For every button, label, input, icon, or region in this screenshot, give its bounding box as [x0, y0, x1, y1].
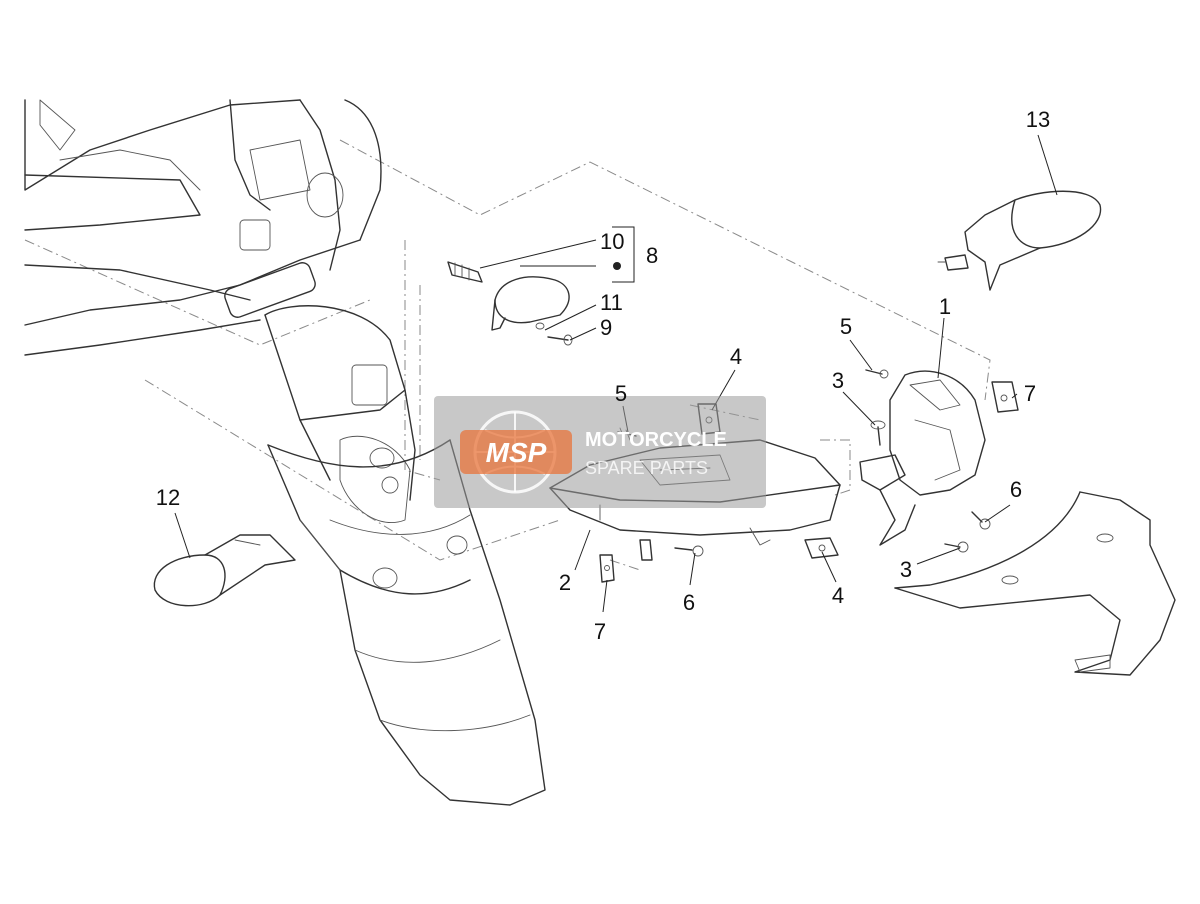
left-turn-signal — [153, 534, 296, 607]
callout-7-center: 7 — [594, 619, 606, 644]
license-lamp-assembly — [447, 261, 573, 346]
rear-body-frame — [24, 99, 382, 356]
callout-4-lower: 4 — [832, 583, 844, 608]
callout-12: 12 — [156, 485, 180, 510]
callout-5-center: 5 — [615, 381, 627, 406]
callout-labels: 13 1 5 3 7 6 3 4 5 6 4 2 7 12 10 8 11 9 — [156, 107, 1050, 644]
watermark-tagline: SPARE PARTS — [585, 458, 708, 478]
callout-9: 10 — [600, 229, 624, 254]
callout-5: 5 — [840, 314, 852, 339]
callout-8: 8 — [646, 243, 658, 268]
callout-10: 9 — [600, 315, 612, 340]
callout-7: 7 — [1024, 381, 1036, 406]
callout-1: 1 — [939, 294, 951, 319]
callout-3-lower: 3 — [900, 557, 912, 582]
callout-11: 11 — [600, 290, 623, 315]
callout-2: 2 — [559, 570, 571, 595]
callout-6-center: 6 — [683, 590, 695, 615]
callout-4: 4 — [730, 344, 742, 369]
watermark: MSP MOTORCYCLE SPARE PARTS — [434, 396, 766, 508]
watermark-brand: MOTORCYCLE — [585, 429, 727, 451]
tail-light-housing — [859, 370, 986, 546]
callout-6: 6 — [1010, 477, 1022, 502]
license-plate-holder — [264, 305, 416, 524]
leader-lines — [174, 134, 1058, 613]
watermark-badge: MSP — [486, 437, 547, 468]
callout-3: 3 — [832, 368, 844, 393]
right-turn-signal — [937, 190, 1102, 291]
lower-cover-panel — [894, 491, 1176, 676]
callout-13: 13 — [1026, 107, 1050, 132]
mudguard — [267, 439, 546, 806]
